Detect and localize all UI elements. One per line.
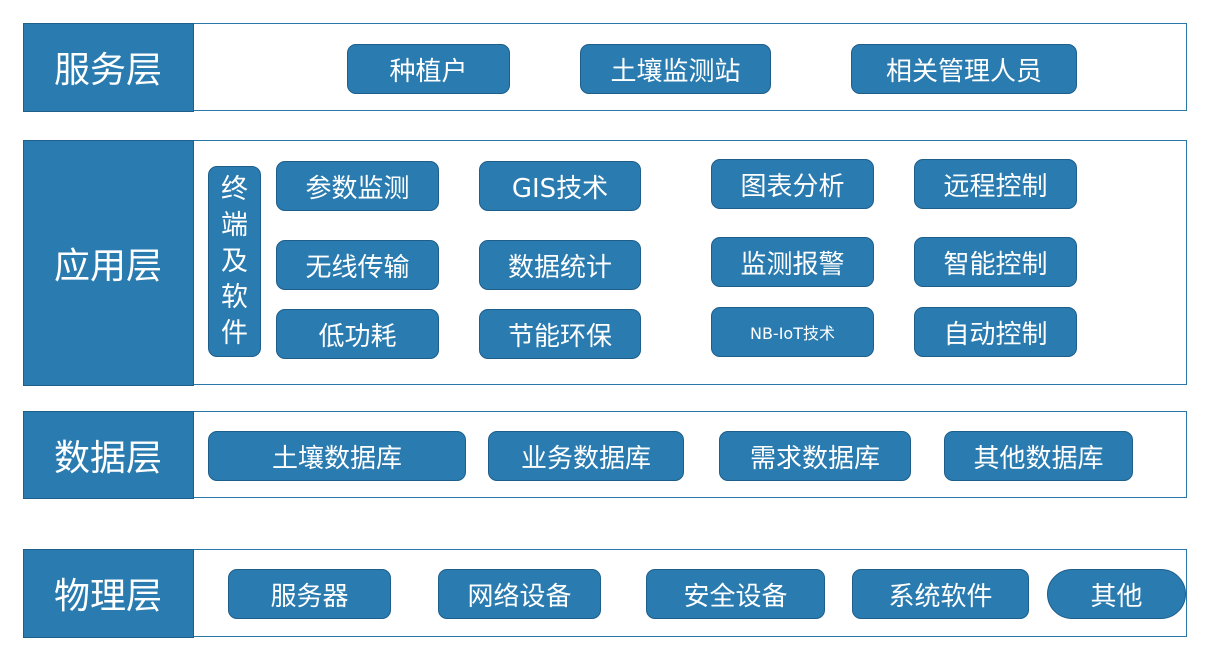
data-item-other-db: 其他数据库	[944, 431, 1133, 481]
data-item-demand-db: 需求数据库	[719, 431, 911, 481]
phys-item-network-device: 网络设备	[438, 569, 601, 619]
service-item-managers: 相关管理人员	[851, 44, 1077, 94]
app-item-monitoring-alarm: 监测报警	[711, 237, 874, 287]
phys-item-security-device: 安全设备	[646, 569, 825, 619]
app-item-gis: GIS技术	[479, 161, 641, 211]
terminal-char-3: 及	[221, 245, 248, 277]
app-item-energy-saving: 节能环保	[479, 309, 641, 359]
app-item-low-power: 低功耗	[276, 309, 439, 359]
app-item-parameter-monitoring: 参数监测	[276, 161, 439, 211]
service-item-planter: 种植户	[347, 44, 510, 94]
terminal-char-2: 端	[221, 209, 248, 241]
app-item-data-statistics: 数据统计	[479, 240, 641, 290]
app-item-chart-analysis: 图表分析	[711, 159, 874, 209]
app-item-wireless-transmission: 无线传输	[276, 240, 439, 290]
app-item-remote-control: 远程控制	[914, 159, 1077, 209]
terminal-char-1: 终	[221, 173, 248, 205]
service-layer-label: 服务层	[22, 22, 194, 112]
terminal-char-4: 软	[221, 281, 248, 313]
data-item-business-db: 业务数据库	[488, 431, 684, 481]
service-item-soil-station: 土壤监测站	[580, 44, 771, 94]
phys-item-other: 其他	[1047, 569, 1186, 619]
app-item-smart-control: 智能控制	[914, 237, 1077, 287]
data-item-soil-db: 土壤数据库	[208, 431, 466, 481]
app-item-nb-iot: NB-IoT技术	[711, 307, 874, 357]
app-item-auto-control: 自动控制	[914, 307, 1077, 357]
phys-item-system-software: 系统软件	[852, 569, 1029, 619]
data-layer-label: 数据层	[22, 410, 194, 499]
terminal-software-label: 终 端 及 软 件	[208, 166, 261, 357]
terminal-char-5: 件	[221, 317, 248, 349]
application-layer-label: 应用层	[22, 139, 194, 386]
physical-layer-label: 物理层	[22, 548, 194, 638]
phys-item-server: 服务器	[228, 569, 391, 619]
